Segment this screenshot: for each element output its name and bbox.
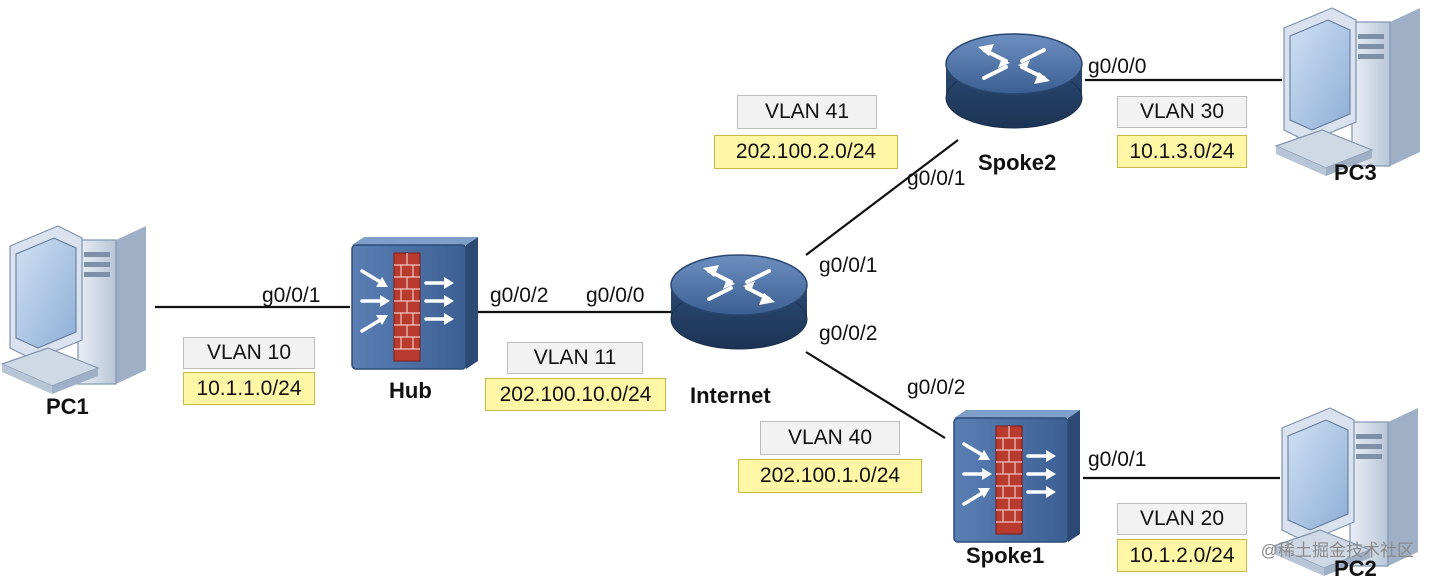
spoke2-router-icon [944,32,1084,130]
vlan-label-internet-spoke2: VLAN 41 [737,95,877,129]
links [155,78,1282,480]
internet-port-upper: g0/0/1 [819,254,878,277]
hub-port-right: g0/0/2 [490,284,549,307]
subnet-label-spoke1-pc2: 10.1.2.0/24 [1117,539,1247,572]
vlan-label-spoke2-pc3: VLAN 30 [1117,96,1247,128]
vlan-label-pc1-hub: VLAN 10 [183,337,315,369]
vlan-label-internet-spoke1: VLAN 40 [760,421,900,455]
subnet-label-pc1-hub: 10.1.1.0/24 [183,372,315,405]
link-internet-spoke2 [805,139,959,256]
hub-firewall-icon [350,235,480,371]
link-internet-spoke1 [805,351,946,439]
subnet-label-internet-spoke2: 202.100.2.0/24 [714,135,898,169]
internet-port-left: g0/0/0 [586,284,645,307]
pc2-label: PC2 [1334,556,1377,579]
spoke1-label: Spoke1 [966,543,1045,568]
hub-port-left: g0/0/1 [262,284,321,307]
subnet-label-internet-spoke1: 202.100.1.0/24 [738,459,922,493]
pc1-label: PC1 [46,394,89,419]
internet-router-icon [669,253,809,351]
subnet-label-hub-internet: 202.100.10.0/24 [485,378,666,411]
subnet-label-spoke2-pc3: 10.1.3.0/24 [1117,135,1247,168]
watermark: @稀土掘金技术社区 [1260,541,1414,560]
internet-label: Internet [690,383,771,408]
pc3-desktop-icon [1275,7,1421,177]
spoke1-port-right: g0/0/1 [1088,448,1147,471]
spoke2-label: Spoke2 [978,150,1057,175]
vlan-label-hub-internet: VLAN 11 [507,342,643,374]
vlan-label-spoke1-pc2: VLAN 20 [1117,503,1247,535]
spoke2-port-right: g0/0/0 [1088,55,1147,78]
spoke1-firewall-icon [952,408,1082,544]
hub-label: Hub [389,378,432,403]
spoke2-port-lower: g0/0/1 [907,167,966,190]
pc1-desktop-icon [1,225,147,395]
pc3-label: PC3 [1334,160,1377,185]
spoke1-port-upper: g0/0/2 [907,376,966,399]
internet-port-lower: g0/0/2 [819,322,878,345]
